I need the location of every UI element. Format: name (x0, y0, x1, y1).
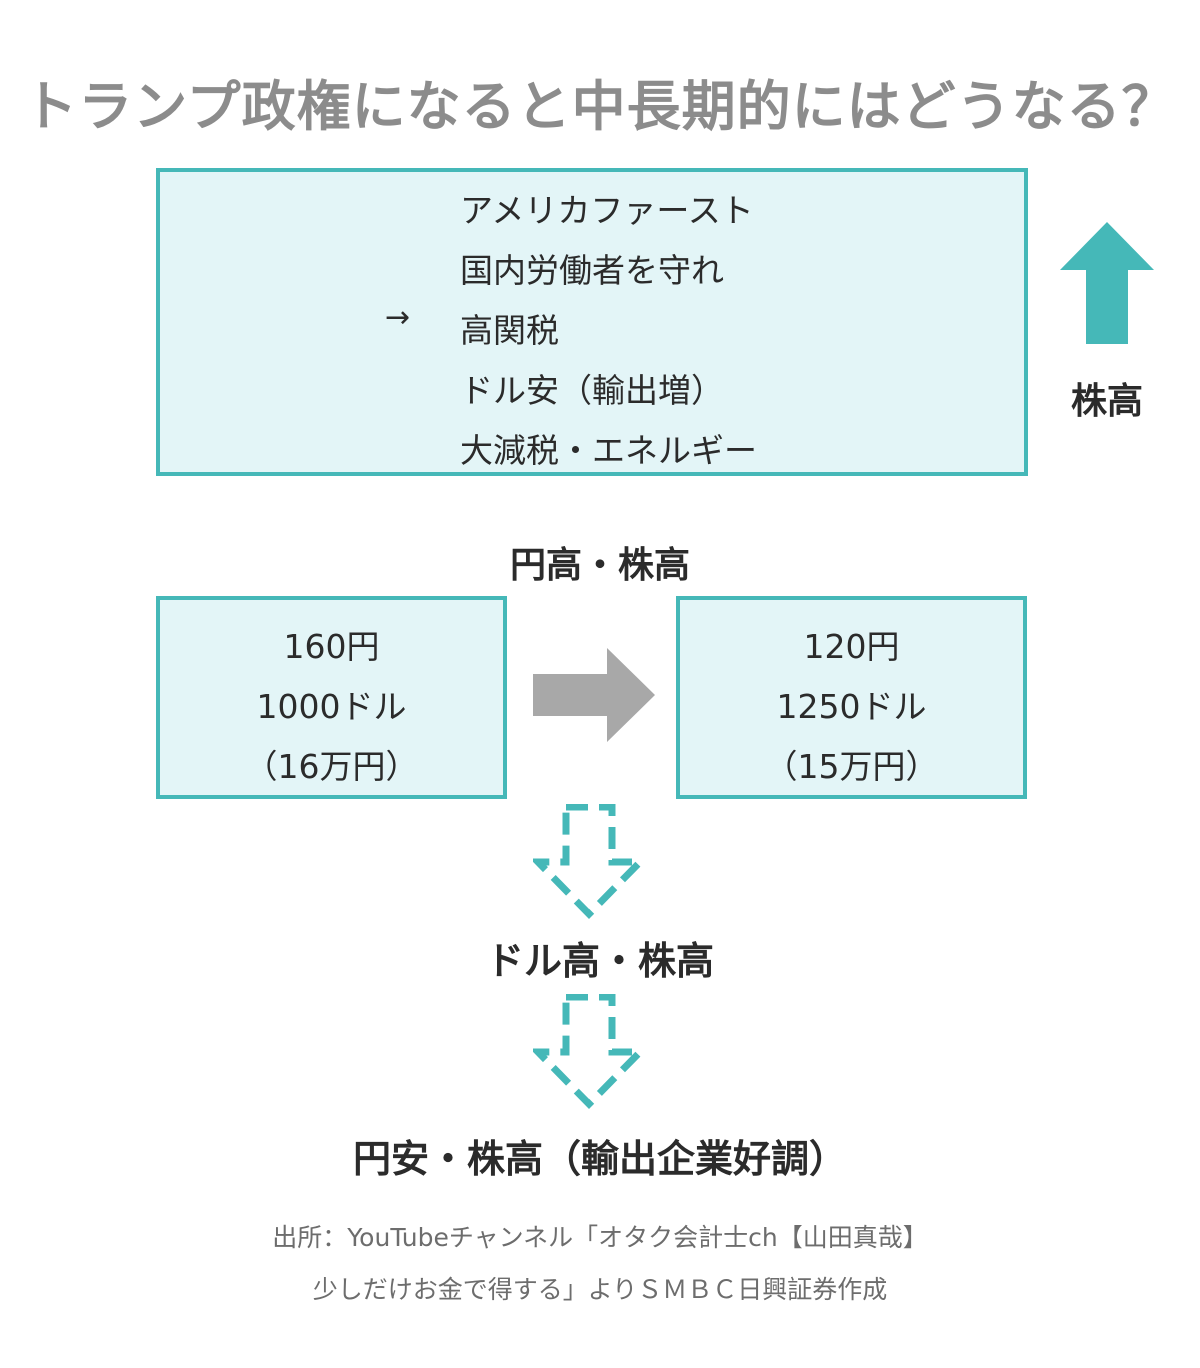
policy-arrow-text: → (385, 300, 411, 335)
fx-after-amount: 1250ドル (776, 687, 927, 726)
source-line-2: 少しだけお金で得する」よりＳＭＢＣ日興証券作成 (312, 1275, 888, 1304)
policy-box (156, 168, 1028, 476)
fx-after-box: 120円 1250ドル （15万円） (676, 596, 1027, 799)
strong-yen-label: 円高・株高 (509, 545, 690, 586)
source-line-1: 出所：YouTubeチャンネル「オタク会計士ch【山田真哉】 (272, 1223, 928, 1252)
fx-after-yen: （15万円） (764, 747, 939, 786)
up-arrow-icon (1060, 222, 1154, 344)
page-title: トランプ政権になると中長期的にはどうなる？ (23, 75, 1177, 138)
fx-before-amount: 1000ドル (256, 687, 407, 726)
down-arrow-icon (533, 994, 645, 1109)
policy-line-protect-workers: 国内労働者を守れ (460, 251, 724, 290)
policy-line-america-first: アメリカファースト (460, 191, 754, 230)
weak-yen-label: 円安・株高（輸出企業好調） (352, 1137, 847, 1181)
fx-before-box: 160円 1000ドル （16万円） (156, 596, 507, 799)
fx-before-yen: （16万円） (244, 747, 419, 786)
policy-line-weak-dollar: ドル安（輸出増） (460, 371, 724, 410)
down-arrow-icon (533, 804, 645, 919)
fx-after-rate: 120円 (803, 627, 900, 666)
right-arrow-icon (533, 648, 655, 742)
policy-line-high-tariff: 高関税 (460, 311, 559, 350)
strong-dollar-label: ドル高・株高 (485, 939, 714, 983)
fx-before-rate: 160円 (283, 627, 380, 666)
policy-line-tax-cut: 大減税・エネルギー (460, 431, 757, 470)
stock-up-label: 株高 (1070, 381, 1143, 422)
